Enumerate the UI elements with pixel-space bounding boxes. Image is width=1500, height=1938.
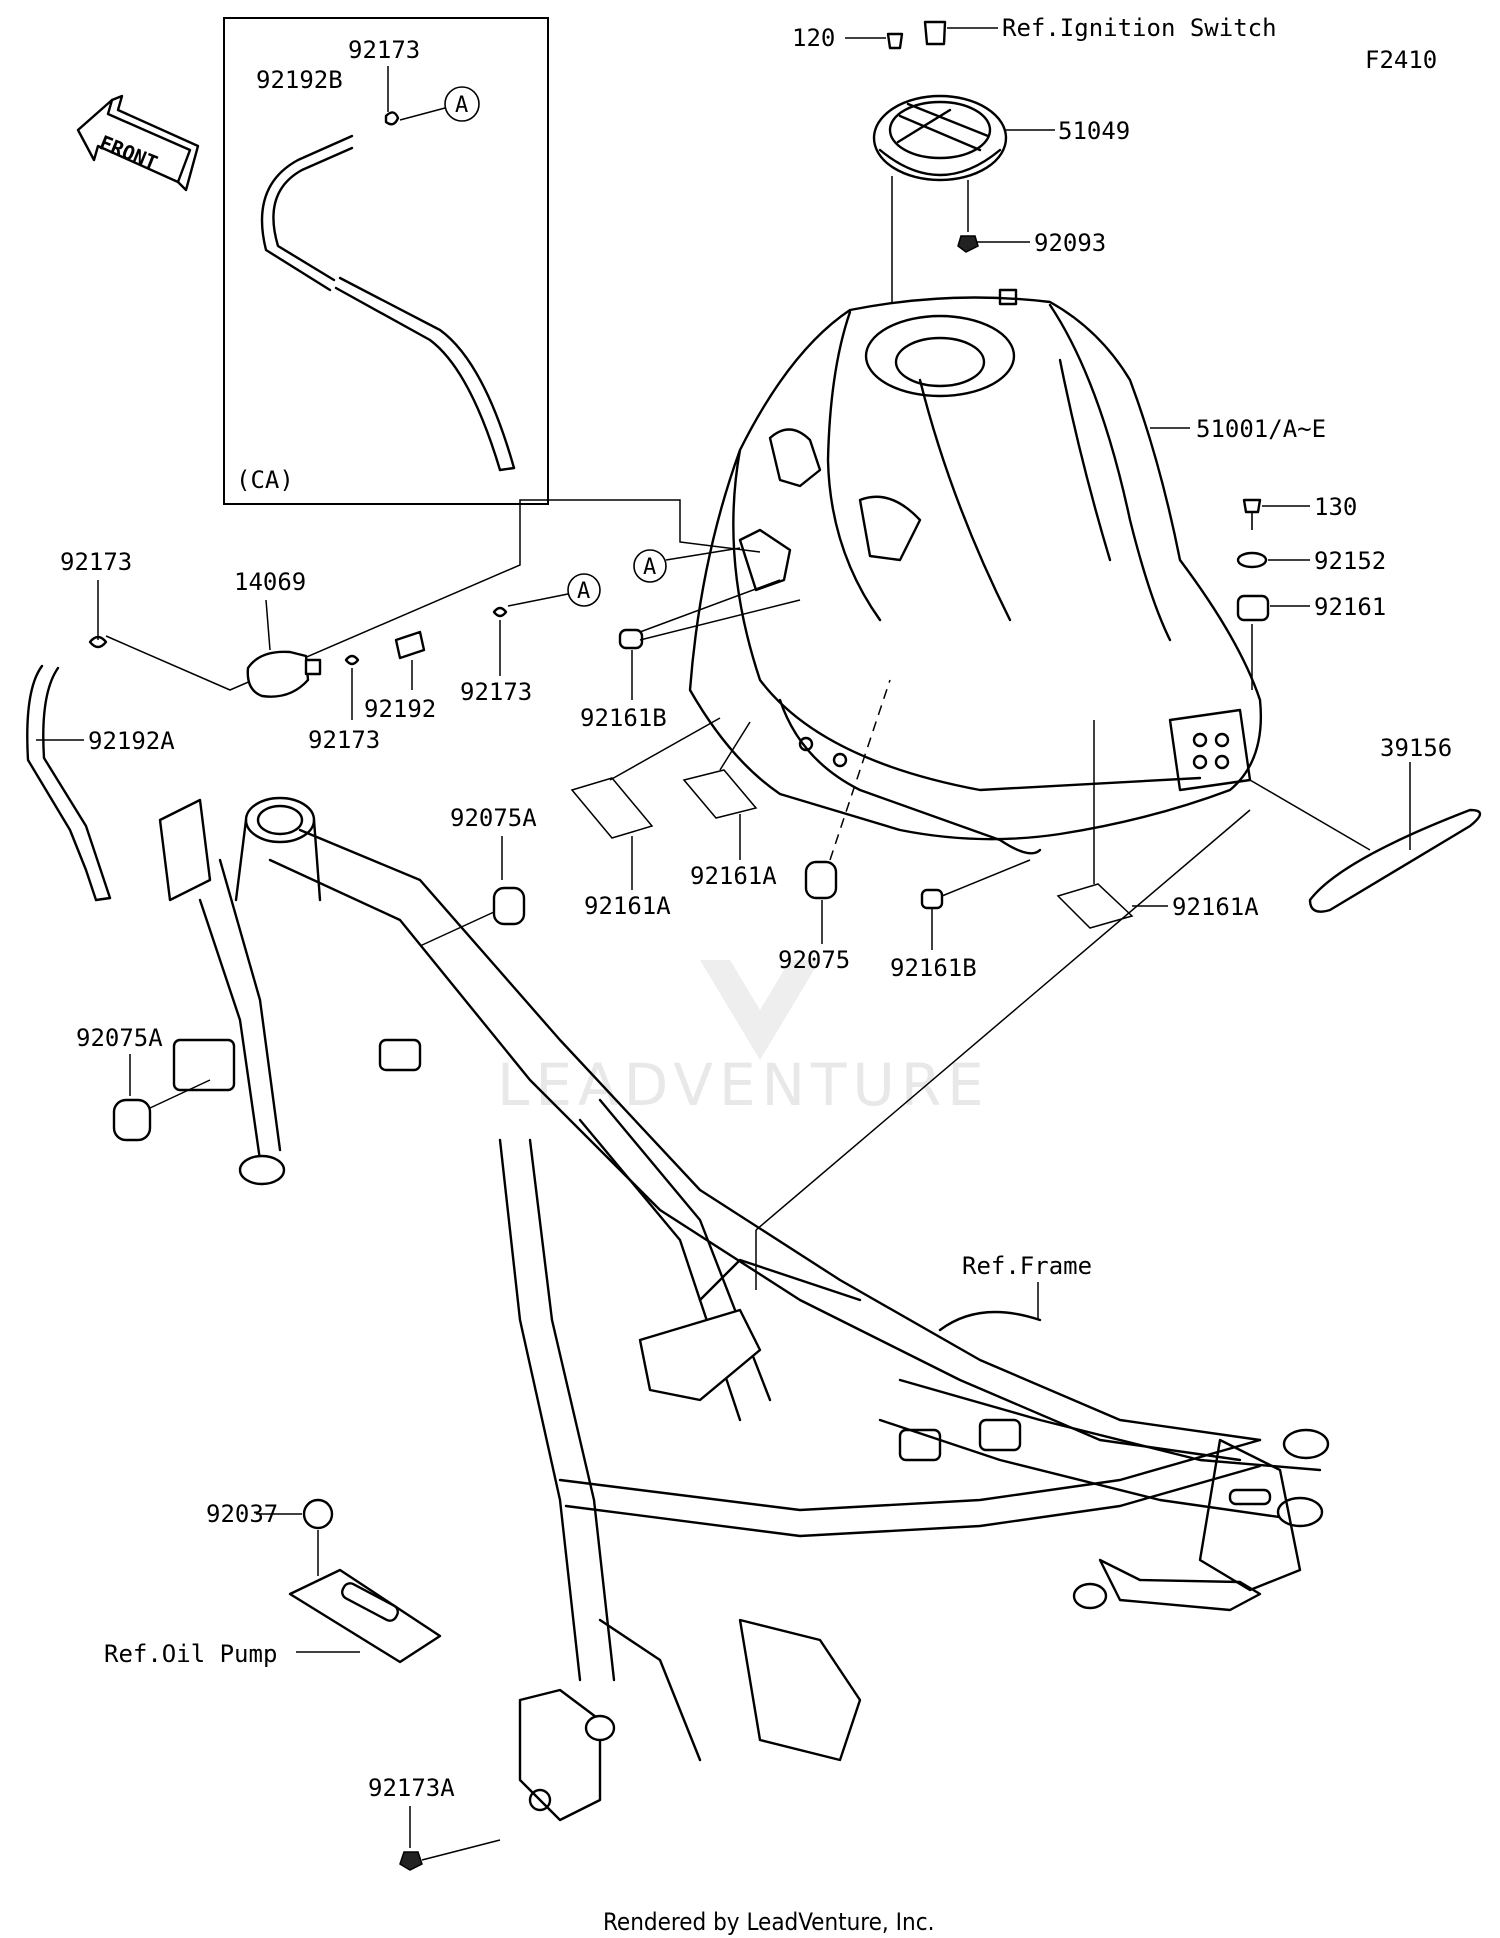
label-92173-mid: 92173 [460, 678, 532, 706]
label-51001: 51001/A~E [1196, 415, 1326, 443]
marker-a-hose: A [577, 579, 590, 604]
valve-14069-icon [246, 650, 322, 698]
label-92161: 92161 [1314, 593, 1386, 621]
label-92161A-3: 92161A [1172, 893, 1259, 921]
hose-92192-icon [394, 630, 426, 690]
oil-pump-bracket-icon [288, 1568, 442, 1664]
pad-92161A-2-icon [682, 721, 758, 860]
label-92192: 92192 [364, 695, 436, 723]
pad-39156-icon [1249, 762, 1482, 913]
inset-label-92173: 92173 [348, 36, 420, 64]
inset-ca: (CA) 92173 92192B A [223, 17, 549, 505]
label-92173A: 92173A [368, 1774, 455, 1802]
label-92173-left: 92173 [60, 548, 132, 576]
label-ref-oil-pump: Ref.Oil Pump [104, 1640, 277, 1668]
label-92192A: 92192A [88, 727, 175, 755]
cushion-92075A-top-icon [419, 886, 526, 947]
label-ref-frame: Ref.Frame [962, 1252, 1092, 1280]
label-92075A-left: 92075A [76, 1024, 163, 1052]
label-51049: 51049 [1058, 117, 1130, 145]
label-92161B-right: 92161B [890, 954, 977, 982]
label-92173-low: 92173 [308, 726, 380, 754]
grommet-92161B-left-icon [618, 579, 801, 700]
bolt-130-icon [1242, 498, 1310, 530]
diagram-code: F2410 [1365, 46, 1437, 74]
label-39156: 39156 [1380, 734, 1452, 762]
footer-credit: Rendered by LeadVenture, Inc. [603, 1908, 934, 1936]
label-130: 130 [1314, 493, 1357, 521]
nut-92093-icon [957, 180, 1030, 253]
label-92093: 92093 [1034, 229, 1106, 257]
inset-region-label: (CA) [236, 466, 294, 494]
grommet-92161B-right-icon [920, 859, 1031, 950]
marker-a-tank: A [643, 555, 656, 580]
nut-92173A-icon [399, 1806, 501, 1871]
washer-92152-icon [1236, 551, 1310, 569]
label-92152: 92152 [1314, 547, 1386, 575]
label-92075: 92075 [778, 946, 850, 974]
clamp-92173-low-icon [344, 654, 360, 666]
label-ref-ignition-switch: Ref.Ignition Switch [1002, 14, 1277, 42]
cushion-92075-icon [804, 679, 891, 944]
front-arrow-icon: FRONT [76, 94, 200, 192]
hose-clamp-icon [384, 111, 400, 126]
grommet-92161-icon [1236, 594, 1310, 690]
inset-label-92192B: 92192B [256, 66, 343, 94]
watermark: LEADVENTURE [497, 960, 990, 1119]
watermark-text: LEADVENTURE [497, 1051, 990, 1119]
label-92075A-top: 92075A [450, 804, 537, 832]
label-92161B-left: 92161B [580, 704, 667, 732]
label-120: 120 [792, 24, 835, 52]
clamp-92037-icon [256, 1498, 334, 1576]
bolt-120-icon [845, 32, 904, 50]
inset-marker-a: A [455, 93, 468, 118]
hose-92192A-icon [26, 664, 112, 902]
clamp-92173-mid-icon [492, 606, 508, 618]
hose-clamp-left-icon [88, 635, 108, 649]
label-92161A-1: 92161A [584, 892, 671, 920]
ignition-switch-bolt-icon [923, 20, 998, 46]
label-14069: 14069 [234, 568, 306, 596]
frame-icon [158, 796, 1330, 1822]
fuel-cap-icon [872, 94, 1055, 182]
fuel-tank-icon [688, 288, 1262, 855]
hose-92192B-icon [260, 134, 516, 472]
pad-92161A-1-icon [570, 717, 721, 890]
label-92161A-2: 92161A [690, 862, 777, 890]
cushion-92075A-left-icon [112, 1054, 211, 1142]
